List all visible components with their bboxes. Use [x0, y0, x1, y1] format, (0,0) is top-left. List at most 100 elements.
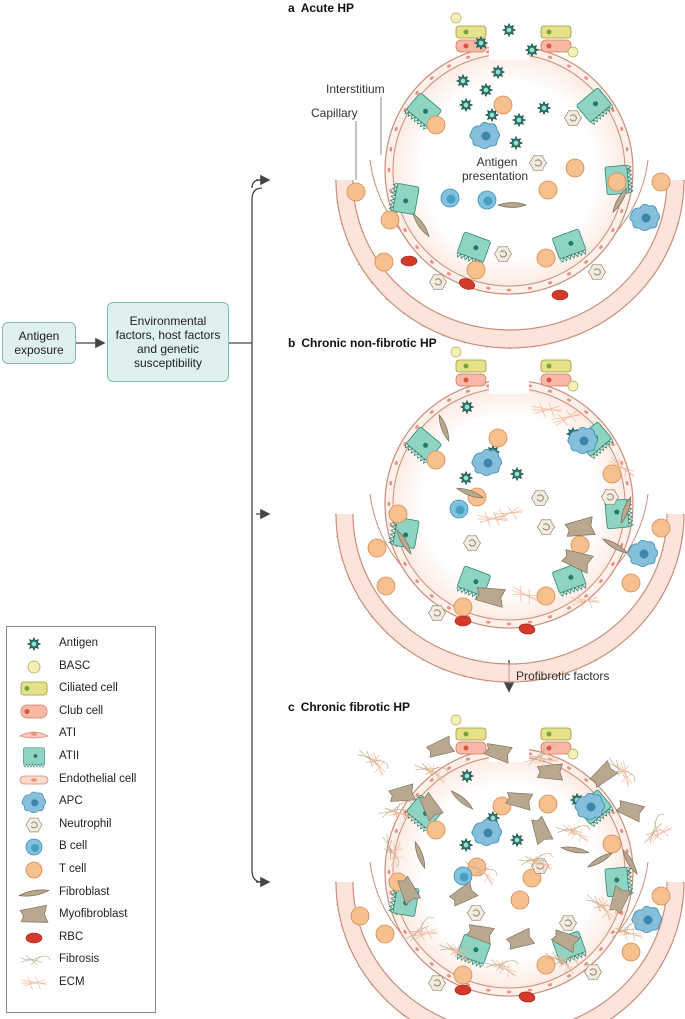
- t-cell-icon: [376, 576, 396, 596]
- legend-item: BASC: [17, 656, 153, 678]
- basc-icon: [567, 748, 579, 760]
- t-cell-icon: [651, 172, 671, 192]
- antigen-icon: [473, 35, 489, 51]
- fibrosis-icon: [644, 813, 665, 844]
- antigen-icon: [524, 42, 540, 58]
- endothelial-cell-icon: [19, 775, 49, 784]
- fibrosis-icon: [439, 942, 474, 957]
- antigen-icon: [458, 97, 474, 113]
- ecm-icon: [387, 841, 403, 867]
- t-cell-icon: [380, 210, 400, 230]
- t-cell-icon: [388, 504, 408, 524]
- apc-icon: [627, 540, 658, 567]
- t-cell-icon: [538, 180, 558, 200]
- ecm-icon: [527, 855, 553, 873]
- ecm-icon: [411, 927, 438, 941]
- basc-icon: [567, 380, 579, 392]
- fibrosis-icon: [378, 800, 413, 818]
- rbc-icon: [454, 984, 472, 996]
- rbc-icon: [25, 932, 43, 944]
- ecm-icon: [617, 760, 633, 787]
- fibroblast-icon: [455, 487, 485, 499]
- antigen-presentation-line1: Antigen: [476, 155, 518, 169]
- airway-epithelium: [540, 25, 579, 58]
- fibrosis-icon: [607, 757, 635, 782]
- ecm-icon: [368, 751, 386, 776]
- myofibroblast-icon: [483, 743, 513, 764]
- b-cell-icon: [25, 838, 43, 856]
- legend-item: RBC: [17, 927, 153, 949]
- fibrosis-icon: [405, 916, 434, 942]
- ciliated-cell-icon: [540, 25, 572, 39]
- t-cell-icon: [565, 158, 585, 178]
- antigen-presentation-line2: presentation: [462, 169, 529, 183]
- legend-item: Antigen: [17, 633, 153, 655]
- ciliated-cell-icon: [455, 727, 487, 741]
- legend-item: Club cell: [17, 701, 153, 723]
- atii-icon: [23, 747, 45, 768]
- apc-icon: [574, 793, 605, 820]
- panel-b-letter: b: [288, 336, 296, 350]
- fibroblast-icon: [622, 848, 638, 876]
- t-cell-icon: [350, 906, 370, 926]
- capillary-fill: [336, 180, 684, 348]
- myofibroblast-icon: [418, 791, 444, 822]
- antigen-exposure-label: Antigen exposure: [14, 329, 64, 357]
- ciliated-cell-icon: [20, 681, 48, 696]
- ecm-icon: [475, 861, 495, 885]
- antigen-icon: [501, 22, 517, 38]
- neutrophil-icon: [25, 817, 43, 833]
- myofibroblast-icon: [564, 516, 596, 537]
- myofibroblast-icon: [397, 875, 422, 906]
- fibroblast-icon: [601, 538, 629, 554]
- neutrophil-icon: [588, 264, 606, 280]
- alveolus-panel-c: [334, 714, 685, 1019]
- ecm-icon: [554, 952, 576, 975]
- fibrosis-icon: [19, 955, 51, 966]
- b-cell-icon: [477, 190, 497, 210]
- neutrophil-icon: [601, 489, 619, 505]
- t-cell-icon: [466, 260, 486, 280]
- t-cell-icon: [621, 573, 641, 593]
- myofibroblast-icon: [615, 800, 646, 823]
- legend-item: ATI: [17, 723, 153, 745]
- t-cell-icon: [602, 464, 622, 484]
- t-cell-icon: [510, 890, 530, 910]
- rbc-icon: [518, 991, 536, 1003]
- atii-icon: [576, 87, 614, 125]
- fibrosis-icon: [358, 749, 389, 770]
- antigen-presentation-label: Antigen presentation: [462, 155, 528, 183]
- fibroblast-icon: [620, 495, 632, 525]
- t-cell-icon: [651, 518, 671, 538]
- club-cell-icon: [540, 373, 572, 387]
- legend-label: ATII: [59, 750, 80, 762]
- myofibroblast-icon: [550, 929, 581, 954]
- ciliated-cell-icon: [455, 359, 487, 373]
- b-cell-icon: [440, 188, 460, 208]
- ecm-icon: [532, 402, 562, 418]
- fibroblast-icon: [496, 202, 528, 208]
- basc-icon: [567, 46, 579, 58]
- apc-icon: [567, 427, 598, 454]
- profibrotic-label: Profibrotic factors: [516, 669, 610, 683]
- ecm-icon: [570, 593, 600, 609]
- fibroblast-icon: [612, 186, 628, 214]
- alveolus-panel-b: [334, 346, 685, 684]
- antigen-icon: [455, 73, 471, 89]
- ecm-icon: [596, 896, 614, 921]
- t-cell-icon: [25, 861, 43, 879]
- antigen-icon: [458, 837, 474, 853]
- rbc-icon: [400, 255, 418, 267]
- legend-label: B cell: [59, 840, 88, 853]
- branch-line: [251, 187, 263, 883]
- antigen-icon: [536, 100, 552, 116]
- neutrophil-icon: [463, 535, 481, 551]
- ciliated-cell-icon: [540, 359, 572, 373]
- atii-icon: [388, 516, 420, 549]
- panel-b-title-text: Chronic non-fibrotic HP: [301, 336, 437, 350]
- legend-item: Fibroblast: [17, 882, 153, 904]
- fibrosis-icon: [483, 959, 519, 971]
